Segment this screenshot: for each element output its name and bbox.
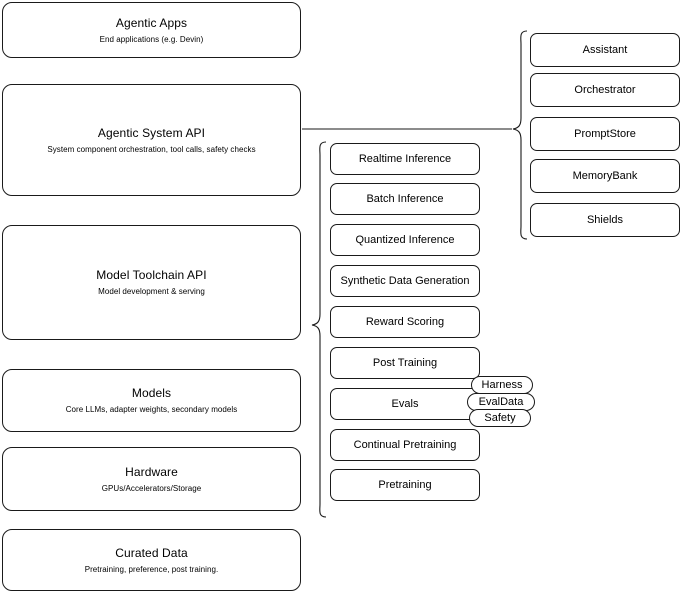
capability-realtime-inference[interactable]: Realtime Inference xyxy=(330,143,480,175)
layer-title: Hardware xyxy=(125,464,178,479)
layer-models[interactable]: Models Core LLMs, adapter weights, secon… xyxy=(2,369,301,432)
layer-curated-data[interactable]: Curated Data Pretraining, preference, po… xyxy=(2,529,301,591)
component-promptstore[interactable]: PromptStore xyxy=(530,117,680,151)
layer-subtitle: Core LLMs, adapter weights, secondary mo… xyxy=(65,405,238,414)
brace-toolchain-capabilities xyxy=(311,141,327,518)
layer-hardware[interactable]: Hardware GPUs/Accelerators/Storage xyxy=(2,447,301,511)
layer-title: Model Toolchain API xyxy=(96,268,207,282)
layer-title: Agentic Apps xyxy=(115,15,188,30)
layer-subtitle: GPUs/Accelerators/Storage xyxy=(101,483,202,493)
layer-agentic-system-api[interactable]: Agentic System API System component orch… xyxy=(2,84,301,196)
component-shields[interactable]: Shields xyxy=(530,203,680,237)
eval-tag-safety[interactable]: Safety xyxy=(469,409,531,427)
component-assistant[interactable]: Assistant xyxy=(530,33,680,67)
capability-evals[interactable]: Evals xyxy=(330,388,480,420)
component-orchestrator[interactable]: Orchestrator xyxy=(530,73,680,107)
capability-synthetic-data-generation[interactable]: Synthetic Data Generation xyxy=(330,265,480,297)
layer-model-toolchain-api[interactable]: Model Toolchain API Model development & … xyxy=(2,225,301,340)
capability-post-training[interactable]: Post Training xyxy=(330,347,480,379)
capability-pretraining[interactable]: Pretraining xyxy=(330,469,480,501)
layer-title: Curated Data xyxy=(115,545,188,560)
eval-tag-harness[interactable]: Harness xyxy=(471,376,533,394)
component-memorybank[interactable]: MemoryBank xyxy=(530,159,680,193)
capability-reward-scoring[interactable]: Reward Scoring xyxy=(330,306,480,338)
layer-subtitle: Model development & serving xyxy=(98,287,205,296)
capability-batch-inference[interactable]: Batch Inference xyxy=(330,183,480,215)
capability-quantized-inference[interactable]: Quantized Inference xyxy=(330,224,480,256)
layer-title: Agentic System API xyxy=(97,125,206,140)
layer-subtitle: System component orchestration, tool cal… xyxy=(47,144,256,154)
layer-subtitle: End applications (e.g. Devin) xyxy=(99,34,204,44)
layer-agentic-apps[interactable]: Agentic Apps End applications (e.g. Devi… xyxy=(2,2,301,58)
brace-system-components xyxy=(512,30,528,240)
layer-title: Models xyxy=(131,386,172,400)
layer-subtitle: Pretraining, preference, post training. xyxy=(84,564,219,574)
capability-continual-pretraining[interactable]: Continual Pretraining xyxy=(330,429,480,461)
